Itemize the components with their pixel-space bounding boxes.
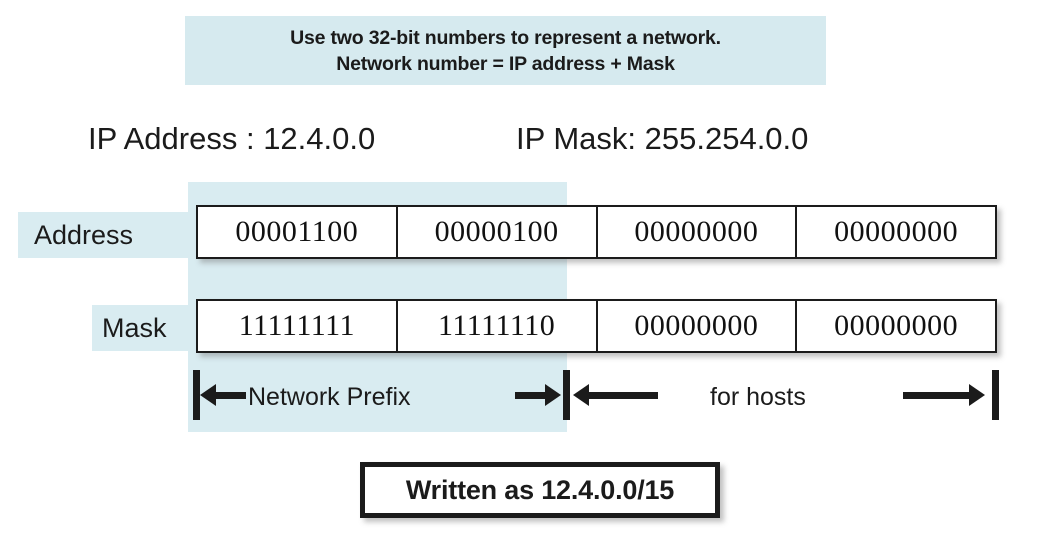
mask-octet-3: 00000000: [598, 301, 798, 351]
mask-octet-3-value: 00000000: [634, 309, 759, 342]
address-row-label-band: Address: [18, 212, 190, 258]
address-octet-4: 00000000: [797, 207, 995, 257]
banner-line-2: Network number = IP address + Mask: [336, 52, 675, 75]
mask-octet-1: 11111111: [198, 301, 398, 351]
ip-address-label: IP Address : 12.4.0.0: [88, 121, 376, 156]
hosts-right-arrowhead: [969, 384, 985, 406]
mask-row-label-band: Mask: [92, 305, 190, 351]
prefix-right-arrow-bar: [515, 392, 547, 399]
network-prefix-span-label: Network Prefix: [248, 383, 411, 411]
hosts-right-arrow-bar: [903, 392, 971, 399]
mask-octet-4: 00000000: [797, 301, 995, 351]
address-octet-row: 00001100 00000100 00000000 00000000: [196, 205, 997, 259]
ip-mask-label: IP Mask: 255.254.0.0: [516, 121, 809, 156]
hosts-left-arrow-bar: [589, 392, 658, 399]
ip-header-line: IP Address : 12.4.0.0 IP Mask: 255.254.0…: [0, 117, 1048, 163]
address-octet-3-value: 00000000: [634, 215, 759, 248]
mask-octet-row: 11111111 11111110 00000000 00000000: [196, 299, 997, 353]
mask-octet-2-value: 11111110: [437, 309, 556, 342]
tick-middle-boundary: [563, 370, 570, 420]
prefix-right-arrowhead: [545, 384, 561, 406]
span-arrow-row: Network Prefix for hosts: [0, 368, 1048, 422]
prefix-left-arrow-bar: [216, 392, 246, 399]
address-octet-1: 00001100: [198, 207, 398, 257]
mask-row-label: Mask: [102, 312, 167, 343]
written-as-box: Written as 12.4.0.0/15: [360, 462, 720, 518]
address-octet-2-value: 00000100: [434, 215, 559, 248]
for-hosts-span-label: for hosts: [710, 383, 806, 411]
address-octet-4-value: 00000000: [834, 215, 959, 248]
mask-octet-2: 11111110: [398, 301, 598, 351]
address-octet-2: 00000100: [398, 207, 598, 257]
written-as-text: Written as 12.4.0.0/15: [405, 474, 675, 505]
hosts-left-arrowhead: [573, 384, 589, 406]
mask-octet-1-value: 11111111: [238, 309, 355, 342]
mask-octet-4-value: 00000000: [834, 309, 959, 342]
title-banner: Use two 32-bit numbers to represent a ne…: [185, 16, 826, 85]
address-row-label: Address: [34, 219, 134, 250]
prefix-left-arrowhead: [200, 384, 216, 406]
tick-right-boundary: [992, 370, 999, 420]
banner-line-1: Use two 32-bit numbers to represent a ne…: [290, 26, 721, 49]
address-octet-3: 00000000: [598, 207, 798, 257]
address-octet-1-value: 00001100: [235, 215, 359, 248]
tick-left-boundary: [193, 370, 200, 420]
